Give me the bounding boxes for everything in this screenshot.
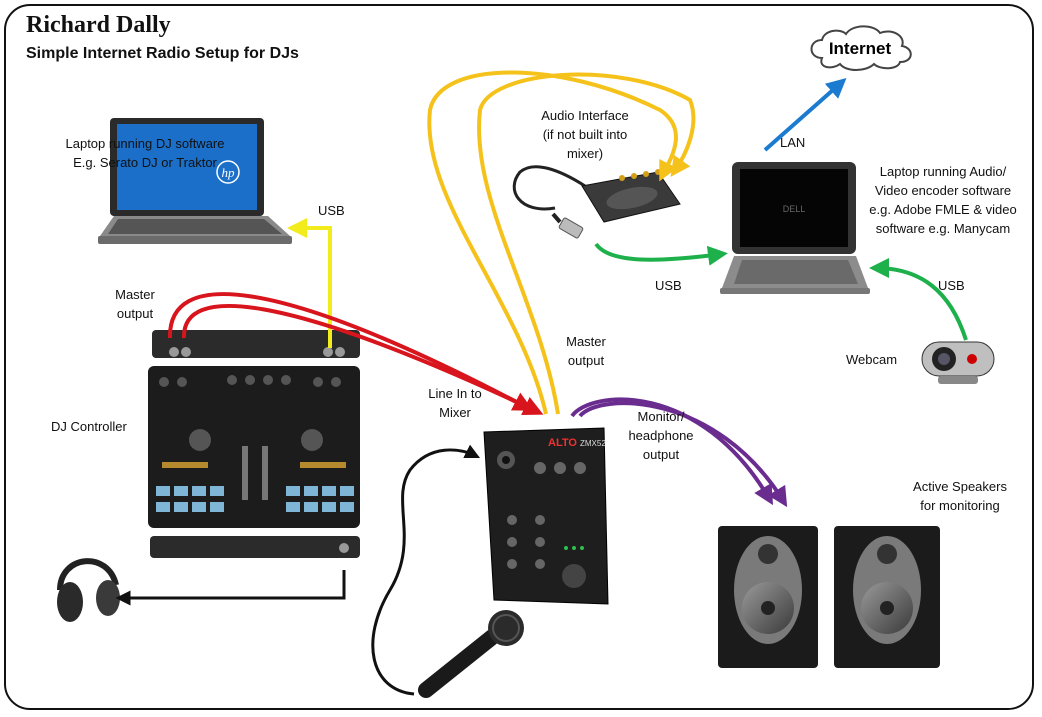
usb-label-laptop-controller: USB — [318, 203, 345, 218]
diagram-frame — [4, 4, 1034, 710]
monitor-cable-b — [578, 401, 788, 508]
lan-arrow — [763, 78, 847, 152]
webcam-icon — [921, 341, 995, 384]
mixer-icon: ALTO ZMX52 — [483, 427, 609, 605]
hp-logo: hp — [222, 165, 236, 180]
master-output-cable-b — [181, 303, 544, 416]
dj-laptop-icon: hp — [98, 118, 292, 244]
speakers-label: Active Speakers for monitoring — [913, 479, 1007, 513]
headphones-icon — [57, 558, 120, 622]
internet-label: Internet — [829, 39, 892, 58]
mixer-brand: ALTO — [548, 437, 577, 449]
svg-text:DELL: DELL — [783, 204, 806, 214]
line-in-label: Line In to Mixer — [428, 386, 482, 420]
master-output-mixer-label: Master output — [566, 334, 606, 368]
master-output-controller-label: Master output — [115, 287, 155, 321]
master-output-cable-a-gold — [427, 70, 678, 415]
audio-interface-label: Audio Interface (if not built into mixer… — [541, 108, 629, 161]
author-title: Richard Dally — [26, 12, 171, 38]
usb-label-interface: USB — [655, 278, 682, 293]
dj-controller-label: DJ Controller — [51, 419, 127, 434]
microphone-cable — [371, 444, 481, 696]
mixer-model: ZMX52 — [580, 439, 606, 448]
headphone-cable — [115, 570, 346, 606]
usb-cable-interface-laptop — [594, 242, 728, 266]
usb-label-webcam: USB — [938, 278, 965, 293]
microphone-icon — [418, 610, 524, 698]
internet-cloud-icon — [810, 25, 912, 71]
dj-controller-icon — [148, 330, 360, 558]
monitor-cable-a — [570, 397, 774, 506]
encoder-laptop-label: Laptop running Audio/ Video encoder soft… — [869, 164, 1017, 236]
encoder-laptop-icon: DELL — [720, 162, 870, 294]
usb-cable-webcam-laptop — [869, 258, 968, 341]
lan-label: LAN — [780, 135, 806, 150]
audio-interface-icon — [512, 165, 681, 239]
diagram-subtitle: Simple Internet Radio Setup for DJs — [26, 45, 299, 62]
dj-laptop-label: Laptop running DJ software E.g. Serato D… — [65, 136, 225, 170]
webcam-label: Webcam — [846, 352, 898, 367]
monitor-output-label: Monitor/ headphone output — [628, 409, 694, 462]
master-output-cable-b-gold — [477, 72, 696, 415]
speaker-left-icon — [718, 526, 818, 668]
master-output-cable-a — [167, 292, 534, 411]
speaker-right-icon — [834, 526, 940, 668]
usb-cable-laptop-controller — [287, 218, 332, 348]
